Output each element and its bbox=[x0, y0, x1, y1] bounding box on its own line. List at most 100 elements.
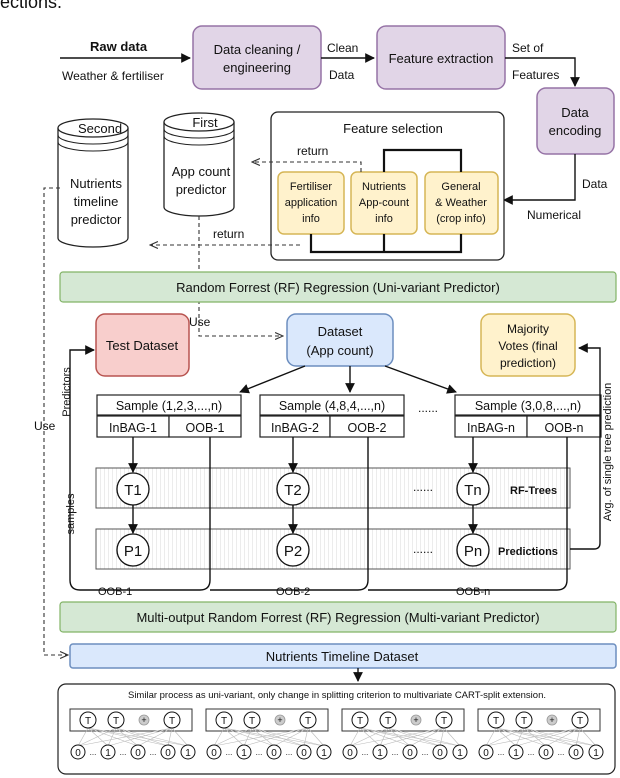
feature-nutrients-l3: info bbox=[375, 213, 393, 225]
mini-connection bbox=[485, 727, 581, 747]
pred-dots: ...... bbox=[413, 542, 433, 556]
oob-line-1-label: OOB-1 bbox=[98, 586, 132, 598]
mini-ellipsis-3-2: ... bbox=[392, 748, 399, 757]
mini-tree-label-2-2: T bbox=[249, 716, 255, 727]
mini-connection bbox=[107, 727, 173, 747]
mini-connection bbox=[171, 727, 189, 747]
majority-label-3: prediction) bbox=[500, 356, 556, 370]
first-line-1: App count bbox=[172, 164, 231, 179]
data-cleaning-label-2: engineering bbox=[223, 60, 291, 75]
dataset-to-sample1-arrow bbox=[239, 365, 306, 394]
data2-label: Data bbox=[582, 177, 608, 191]
feature-fertiliser-l3: info bbox=[302, 213, 320, 225]
inbag-2-label: InBAG-2 bbox=[271, 421, 319, 435]
mini-connection bbox=[167, 727, 173, 747]
mini-output-label-4-2: 1 bbox=[513, 748, 519, 759]
mini-connection bbox=[495, 727, 517, 747]
mini-plus-1 bbox=[138, 714, 150, 726]
mini-tree-label-2-4: T bbox=[305, 716, 311, 727]
test-dataset-box bbox=[95, 313, 190, 377]
mini-connection bbox=[495, 727, 577, 747]
pred-p2-label: P2 bbox=[284, 543, 302, 560]
mini-connection bbox=[575, 727, 581, 747]
first-to-dataset-arrow bbox=[198, 216, 283, 336]
first-predictor-cylinder bbox=[163, 112, 235, 217]
mini-connection bbox=[107, 727, 117, 747]
mini-connection bbox=[223, 727, 245, 747]
data-cleaning-box bbox=[192, 25, 322, 90]
mini-output-label-4-1: 0 bbox=[483, 748, 489, 759]
mini-connection bbox=[349, 727, 361, 747]
raw-data-label: Raw data bbox=[90, 39, 148, 54]
mini-connection bbox=[523, 727, 547, 747]
data-cleaning-label-1: Data cleaning / bbox=[214, 42, 301, 57]
pred-pn-label: Pn bbox=[464, 543, 482, 560]
mini-tree-label-1-2: T bbox=[113, 716, 119, 727]
inbag-n-label: InBAG-n bbox=[467, 421, 515, 435]
rf-multi-label: Multi-output Random Forrest (RF) Regress… bbox=[136, 610, 539, 625]
feature-extraction-label: Feature extraction bbox=[389, 51, 494, 66]
mini-ellipsis-2-1: ... bbox=[226, 748, 233, 757]
mini-tree-1-1 bbox=[79, 711, 97, 729]
mini-output-label-3-3: 0 bbox=[407, 748, 413, 759]
inbag-1-label: InBAG-1 bbox=[109, 421, 157, 435]
mini-tree-1-2 bbox=[107, 711, 125, 729]
mini-output-label-1-4: 0 bbox=[165, 748, 171, 759]
mini-output-label-4-4: 0 bbox=[573, 748, 579, 759]
mini-ellipsis-1-1: ... bbox=[90, 748, 97, 757]
mini-output-2-1 bbox=[206, 744, 222, 760]
mini-tree-2-4 bbox=[299, 711, 317, 729]
oob-loop-2 bbox=[210, 437, 369, 591]
mini-plus-2 bbox=[274, 714, 286, 726]
mini-output-4-3 bbox=[538, 744, 554, 760]
mini-output-label-4-3: 0 bbox=[543, 748, 549, 759]
features-label: Features bbox=[512, 68, 559, 82]
mini-tree-3-1 bbox=[351, 711, 369, 729]
caption-fragment: ections. bbox=[0, 0, 62, 12]
mini-ellipsis-4-2: ... bbox=[528, 748, 535, 757]
mini-tree-label-1-4: T bbox=[169, 716, 175, 727]
set-of-label: Set of bbox=[512, 41, 544, 55]
oob-1-label: OOB-1 bbox=[186, 421, 225, 435]
mini-ellipsis-2-2: ... bbox=[256, 748, 263, 757]
oob-line-2-label: OOB-2 bbox=[276, 586, 310, 598]
numerical-data-arrow bbox=[503, 154, 576, 205]
mini-output-label-1-5: 1 bbox=[185, 748, 191, 759]
mini-output-label-2-4: 0 bbox=[301, 748, 307, 759]
mini-output-1-1 bbox=[70, 744, 86, 760]
sample-n-group bbox=[454, 394, 602, 438]
mini-connection bbox=[523, 727, 597, 747]
mini-connection bbox=[307, 727, 325, 747]
samples-label: samples bbox=[65, 493, 77, 534]
use-label-1: Use bbox=[189, 315, 211, 329]
mini-connection bbox=[349, 727, 445, 747]
mini-output-4-1 bbox=[478, 744, 494, 760]
second-line-2: timeline bbox=[74, 194, 119, 209]
nutrients-timeline-dataset-bar bbox=[69, 643, 617, 669]
mini-output-4-4 bbox=[568, 744, 584, 760]
mini-connection bbox=[213, 727, 225, 747]
mini-connection bbox=[495, 727, 597, 747]
majority-label-2: Votes (final bbox=[498, 339, 557, 353]
sample-dots: ...... bbox=[418, 401, 438, 415]
dataset-box bbox=[286, 313, 394, 367]
mini-output-3-1 bbox=[342, 744, 358, 760]
mini-output-2-4 bbox=[296, 744, 312, 760]
mini-connection bbox=[443, 727, 461, 747]
mini-tree-3-4 bbox=[435, 711, 453, 729]
tree-tn-label: Tn bbox=[464, 482, 482, 499]
mini-connection bbox=[87, 727, 109, 747]
rf-trees-label: RF-Trees bbox=[510, 485, 557, 497]
mini-output-3-5 bbox=[452, 744, 468, 760]
mini-output-2-3 bbox=[266, 744, 282, 760]
return-to-first-arrow bbox=[252, 162, 362, 172]
oob-1-box bbox=[168, 415, 242, 438]
mini-tree-2-2 bbox=[243, 711, 261, 729]
mini-ellipsis-1-3: ... bbox=[150, 748, 157, 757]
mini-connection bbox=[273, 727, 309, 747]
mini-tree-3-2 bbox=[379, 711, 397, 729]
sample-1-label: Sample (1,2,3,...,n) bbox=[116, 399, 222, 413]
mini-connection bbox=[243, 727, 253, 747]
mini-connection bbox=[359, 727, 461, 747]
data-encoding-label-1: Data bbox=[561, 105, 589, 120]
